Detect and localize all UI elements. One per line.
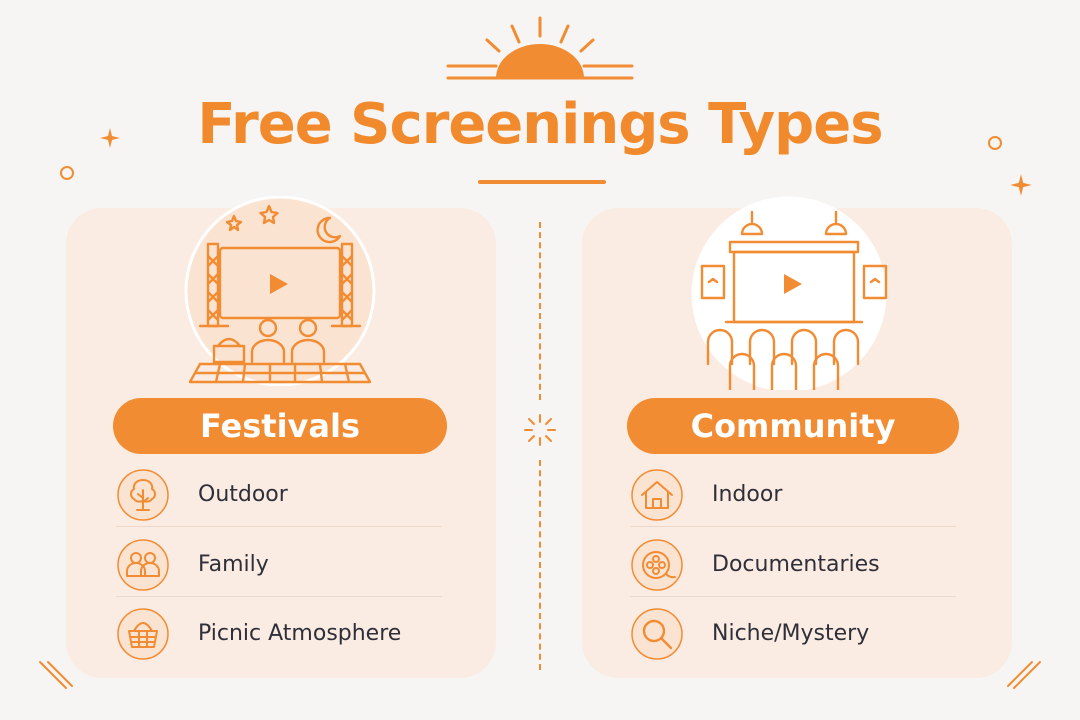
center-divider-top (539, 222, 541, 400)
list-item-label: Outdoor (198, 482, 288, 507)
sunrise-icon (446, 16, 634, 80)
list-item-label: Family (198, 552, 269, 577)
list-item-label: Indoor (712, 482, 783, 507)
indoor-theater-illustration (691, 196, 888, 390)
corner-lines-icon (1007, 661, 1041, 689)
list-item-family: Family (116, 530, 442, 600)
divider (630, 526, 956, 527)
festivals-heading: Festivals (113, 398, 447, 454)
people-icon (117, 539, 169, 591)
sparkle-icon (100, 128, 120, 148)
basket-icon (117, 608, 169, 660)
burst-icon (524, 414, 556, 446)
divider (116, 526, 442, 527)
tree-icon (117, 469, 169, 521)
divider (630, 596, 956, 597)
outdoor-cinema-illustration (184, 196, 376, 386)
title-underline (478, 180, 606, 184)
house-icon (631, 469, 683, 521)
list-item-label: Picnic Atmosphere (198, 621, 402, 646)
list-item-indoor: Indoor (630, 460, 956, 530)
center-divider-bottom (539, 460, 541, 670)
list-item-outdoor: Outdoor (116, 460, 442, 530)
list-item-label: Niche/Mystery (712, 621, 870, 646)
circle-dot-icon (60, 166, 74, 180)
circle-dot-icon (988, 136, 1002, 150)
divider (116, 596, 442, 597)
list-item-label: Documentaries (712, 552, 880, 577)
list-item-documentaries: Documentaries (630, 530, 956, 600)
sparkle-icon (1010, 174, 1032, 196)
list-item-picnic-atmosphere: Picnic Atmosphere (116, 599, 442, 669)
community-heading: Community (627, 398, 959, 454)
film-reel-icon (631, 539, 683, 591)
list-item-niche-mystery: Niche/Mystery (630, 599, 956, 669)
corner-lines-icon (39, 661, 73, 689)
magnifier-icon (631, 608, 683, 660)
page-title: Free Screenings Types (197, 92, 883, 157)
